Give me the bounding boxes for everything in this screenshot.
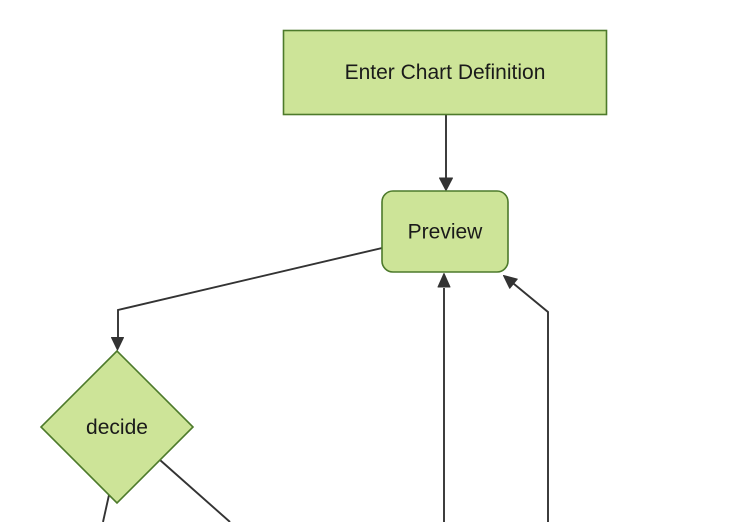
arrowhead-up-icon — [437, 273, 451, 288]
node-layer: Enter Chart Definition Preview decide — [39, 29, 608, 505]
edge-decide-to-offscreen-left — [102, 494, 110, 522]
edge-preview-to-decide — [117, 247, 383, 339]
rectangle-shape — [282, 29, 608, 116]
edge-layer — [102, 114, 549, 522]
arrowhead-down-icon — [439, 177, 453, 191]
node-label-decide: decide — [86, 416, 148, 439]
arrowhead-up-left-icon — [503, 275, 518, 289]
rounded-rectangle-shape — [381, 190, 509, 273]
diamond-shape — [39, 349, 195, 505]
node-preview: Preview — [381, 190, 509, 273]
node-label-preview: Preview — [408, 221, 484, 244]
edge-offscreen-to-preview-2 — [510, 280, 549, 522]
arrowhead-down-icon — [111, 337, 124, 351]
edge-decide-to-offscreen-right — [159, 459, 231, 522]
node-decide: decide — [39, 349, 195, 505]
node-enter-chart-definition: Enter Chart Definition — [282, 29, 608, 116]
node-label-enter-chart-definition: Enter Chart Definition — [345, 61, 546, 84]
